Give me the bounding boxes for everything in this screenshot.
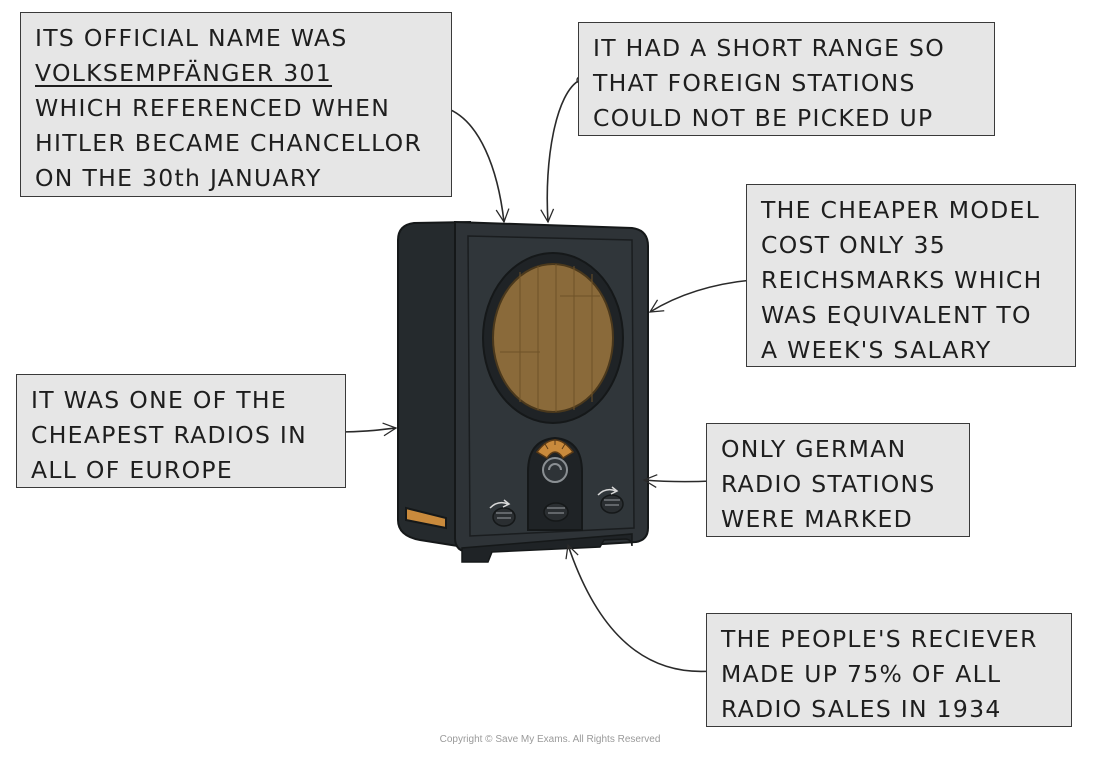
callout-line: REICHSMARKS WHICH bbox=[761, 266, 1043, 294]
tuning-panel bbox=[527, 436, 583, 531]
callout-cheapest-radios: IT WAS ONE OF THE CHEAPEST RADIOS IN ALL… bbox=[16, 374, 346, 488]
callout-line: HITLER BECAME CHANCELLOR bbox=[35, 129, 423, 157]
callout-line: MADE UP 75% OF ALL bbox=[721, 660, 1002, 688]
center-knob-icon bbox=[543, 502, 569, 522]
callout-short-range: IT HAD A SHORT RANGE SO THAT FOREIGN STA… bbox=[578, 22, 995, 136]
callout-line: THAT FOREIGN STATIONS bbox=[593, 69, 916, 97]
callout-line: ON THE 30th JANUARY bbox=[35, 164, 322, 192]
callout-official-name: ITS OFFICIAL NAME WAS VOLKSEMPFÄNGER 301… bbox=[20, 12, 452, 197]
callout-line: A WEEK'S SALARY bbox=[761, 336, 992, 364]
callout-peoples-receiver: THE PEOPLE'S RECIEVER MADE UP 75% OF ALL… bbox=[706, 613, 1072, 727]
dial-ticks bbox=[544, 439, 566, 450]
tuning-knob-icon bbox=[542, 457, 568, 483]
arrow-official-name bbox=[445, 107, 510, 224]
callout-line: THE CHEAPER MODEL bbox=[761, 196, 1041, 224]
callout-line: WAS EQUIVALENT TO bbox=[761, 301, 1032, 329]
callout-line: WERE MARKED bbox=[721, 505, 914, 533]
right-knob-icon bbox=[597, 486, 624, 514]
frequency-dial bbox=[535, 439, 575, 460]
arrow-peoples-receiver bbox=[565, 543, 713, 673]
callout-line: COULD NOT BE PICKED UP bbox=[593, 104, 934, 132]
volksempfanger-radio bbox=[397, 220, 649, 563]
arrow-short-range bbox=[540, 79, 581, 224]
radio-model-name: VOLKSEMPFÄNGER 301 bbox=[35, 59, 333, 87]
callout-cheaper-model: THE CHEAPER MODEL COST ONLY 35 REICHSMAR… bbox=[746, 184, 1076, 367]
speaker-grille bbox=[492, 263, 614, 413]
callout-line: CHEAPEST RADIOS IN bbox=[31, 421, 308, 449]
left-knob-icon bbox=[489, 499, 516, 527]
callout-line: THE PEOPLE'S RECIEVER bbox=[721, 625, 1038, 653]
callout-line: ONLY GERMAN bbox=[721, 435, 907, 463]
callout-line: IT HAD A SHORT RANGE SO bbox=[593, 34, 946, 62]
callout-line: RADIO SALES IN 1934 bbox=[721, 695, 1002, 723]
side-handle bbox=[405, 506, 447, 530]
speaker-wood-grain bbox=[500, 264, 600, 412]
copyright-notice: Copyright © Save My Exams. All Rights Re… bbox=[439, 734, 661, 745]
callout-line: IT WAS ONE OF THE bbox=[31, 386, 288, 414]
callout-line: RADIO STATIONS bbox=[721, 470, 936, 498]
callout-line: ALL OF EUROPE bbox=[31, 456, 234, 484]
arrow-cheaper-model bbox=[648, 279, 753, 313]
callout-line: COST ONLY 35 bbox=[761, 231, 947, 259]
callout-line: ITS OFFICIAL NAME WAS bbox=[35, 24, 348, 52]
callout-german-stations: ONLY GERMAN RADIO STATIONS WERE MARKED bbox=[706, 423, 970, 537]
radio-base bbox=[461, 533, 633, 563]
arrow-cheapest-radios bbox=[339, 422, 398, 437]
arrow-german-stations bbox=[642, 474, 713, 488]
connector-arrows bbox=[339, 79, 753, 673]
callout-line: WHICH REFERENCED WHEN bbox=[35, 94, 391, 122]
